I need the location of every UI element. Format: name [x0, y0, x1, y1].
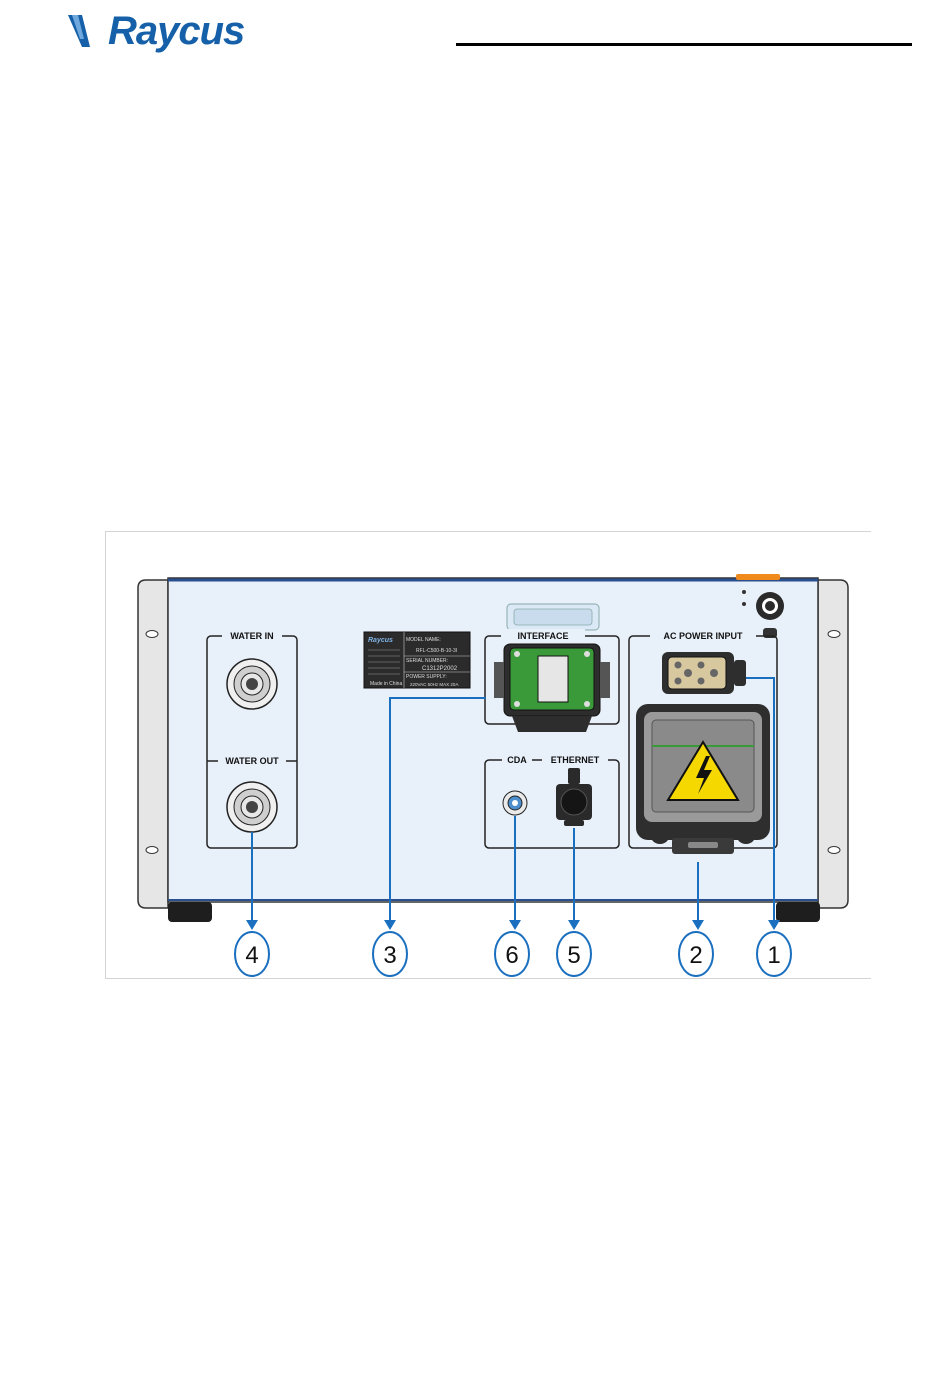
- water-out-fitting-icon: [227, 782, 277, 832]
- svg-text:1: 1: [767, 942, 780, 969]
- raycus-logo-mark-icon: [68, 11, 104, 51]
- left-foot: [168, 902, 212, 922]
- callout-1: 1: [757, 932, 791, 976]
- callout-arrows: [246, 920, 780, 930]
- nameplate: Raycus MODEL NAME: RFL-C500-B-10-3I SERI…: [364, 632, 470, 688]
- callout-6: 6: [495, 932, 529, 976]
- nameplate-serial-label: SERIAL NUMBER:: [406, 658, 448, 664]
- svg-text:3: 3: [383, 942, 396, 969]
- orange-lever: [736, 574, 780, 580]
- cda-fitting-icon: [503, 791, 527, 815]
- svg-text:6: 6: [505, 942, 518, 969]
- figure-frame: WATER IN WATER OUT Raycus MODEL NAME: RF…: [105, 531, 871, 979]
- water-out-label: WATER OUT: [225, 756, 279, 766]
- nameplate-model-value: RFL-C500-B-10-3I: [416, 648, 457, 654]
- svg-text:2: 2: [689, 942, 702, 969]
- nameplate-power-value: 220VAC 50Hz MAX 20A: [410, 682, 458, 687]
- ac-power-connector-icon: [662, 652, 746, 694]
- nameplate-origin: Made in China: [370, 681, 402, 687]
- callout-4: 4: [235, 932, 269, 976]
- water-in-fitting-icon: [227, 659, 277, 709]
- right-foot: [776, 902, 820, 922]
- header-rule: [456, 43, 912, 46]
- nameplate-model-label: MODEL NAME:: [406, 637, 441, 643]
- rear-panel-diagram: WATER IN WATER OUT Raycus MODEL NAME: RF…: [106, 532, 872, 980]
- water-in-label: WATER IN: [230, 631, 273, 641]
- interface-label: INTERFACE: [517, 631, 568, 641]
- callout-5: 5: [557, 932, 591, 976]
- svg-text:5: 5: [567, 942, 580, 969]
- power-cover-icon: [636, 704, 770, 854]
- logo-text: Raycus: [108, 9, 244, 54]
- cda-label: CDA: [507, 755, 527, 765]
- callout-3: 3: [373, 932, 407, 976]
- raycus-logo: Raycus: [68, 6, 244, 56]
- callout-2: 2: [679, 932, 713, 976]
- svg-text:4: 4: [245, 942, 258, 969]
- nameplate-brand: Raycus: [368, 637, 393, 644]
- ethernet-label: ETHERNET: [551, 755, 600, 765]
- nameplate-power-label: POWER SUPPLY:: [406, 674, 447, 680]
- nameplate-serial-value: C1312P2002: [422, 666, 458, 672]
- ac-power-input-label: AC POWER INPUT: [663, 631, 743, 641]
